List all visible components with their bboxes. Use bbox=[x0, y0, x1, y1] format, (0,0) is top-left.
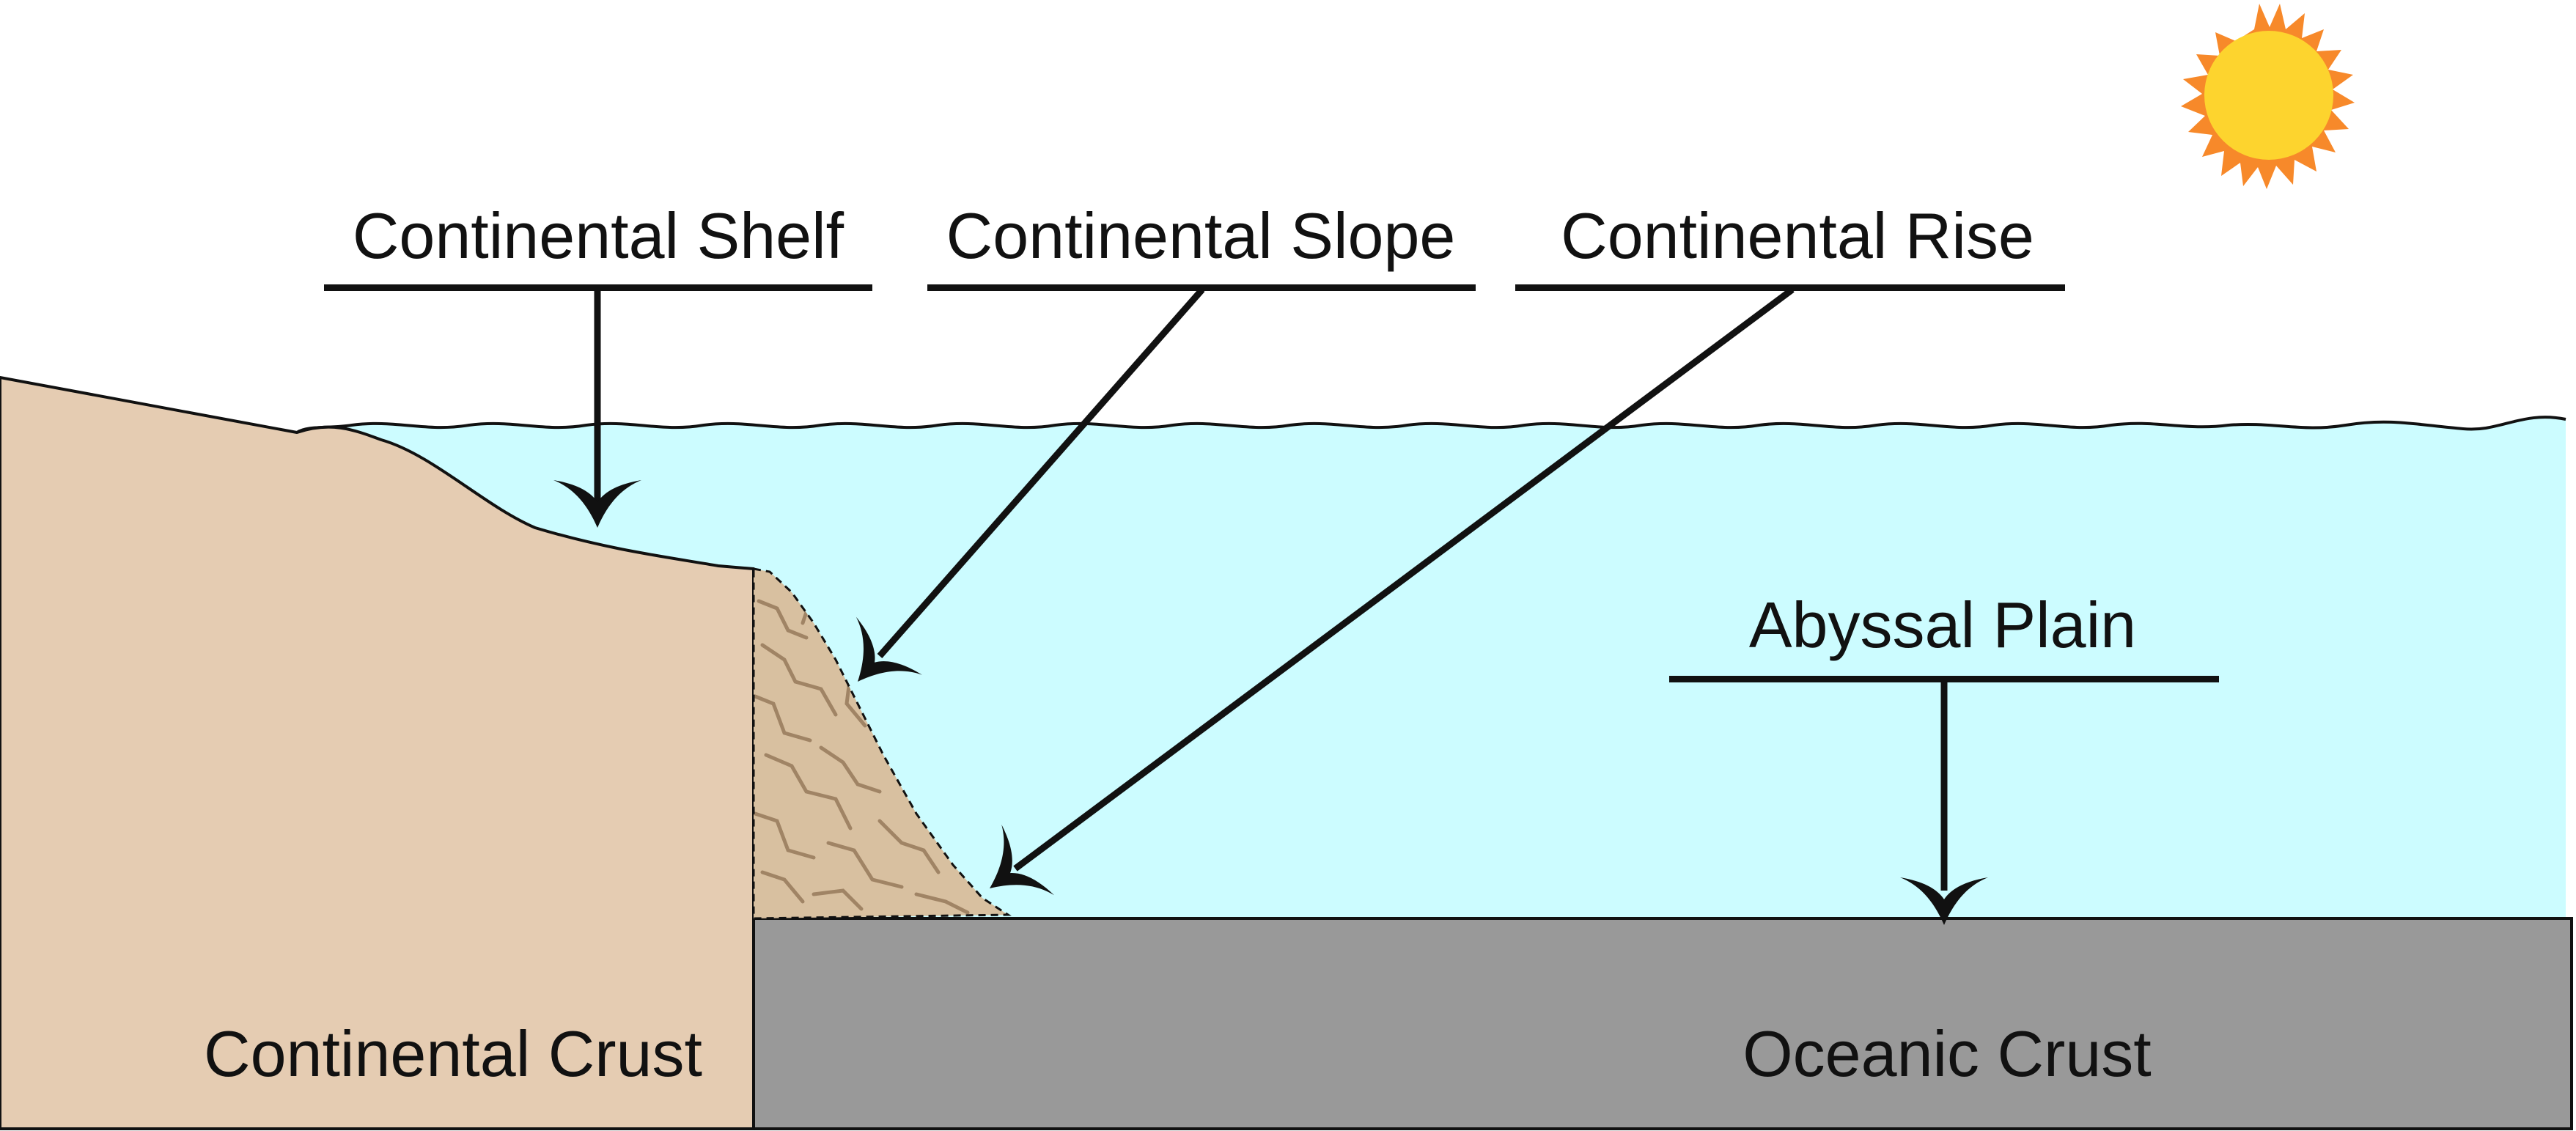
continental-slope-underline bbox=[927, 284, 1476, 291]
oceanic-crust bbox=[752, 917, 2573, 1130]
oceanic-crust-label: Oceanic Crust bbox=[1743, 1017, 2152, 1090]
continental-slope-label: Continental Slope bbox=[946, 199, 1456, 272]
abyssal-plain-label: Abyssal Plain bbox=[1749, 589, 2136, 661]
abyssal-plain-arrowhead bbox=[1900, 877, 1988, 925]
continental-slope-arrowhead bbox=[855, 616, 922, 682]
abyssal-plain-underline bbox=[1669, 676, 2219, 682]
continental-rise-arrowhead bbox=[990, 825, 1054, 896]
continental-slope-pointer bbox=[877, 287, 1205, 658]
continental-crust-label: Continental Crust bbox=[204, 1017, 702, 1090]
continental-shelf-label: Continental Shelf bbox=[353, 199, 844, 272]
continental-crust bbox=[0, 376, 755, 1130]
continental-shelf-underline bbox=[324, 284, 872, 291]
continental-shelf-arrowhead bbox=[553, 480, 641, 528]
sediment-wedge bbox=[752, 567, 1012, 920]
continental-rise-label: Continental Rise bbox=[1561, 199, 2034, 272]
continental-rise-pointer bbox=[1013, 287, 1795, 872]
water-surface-line bbox=[295, 416, 2566, 434]
sun-icon bbox=[2181, 4, 2355, 189]
